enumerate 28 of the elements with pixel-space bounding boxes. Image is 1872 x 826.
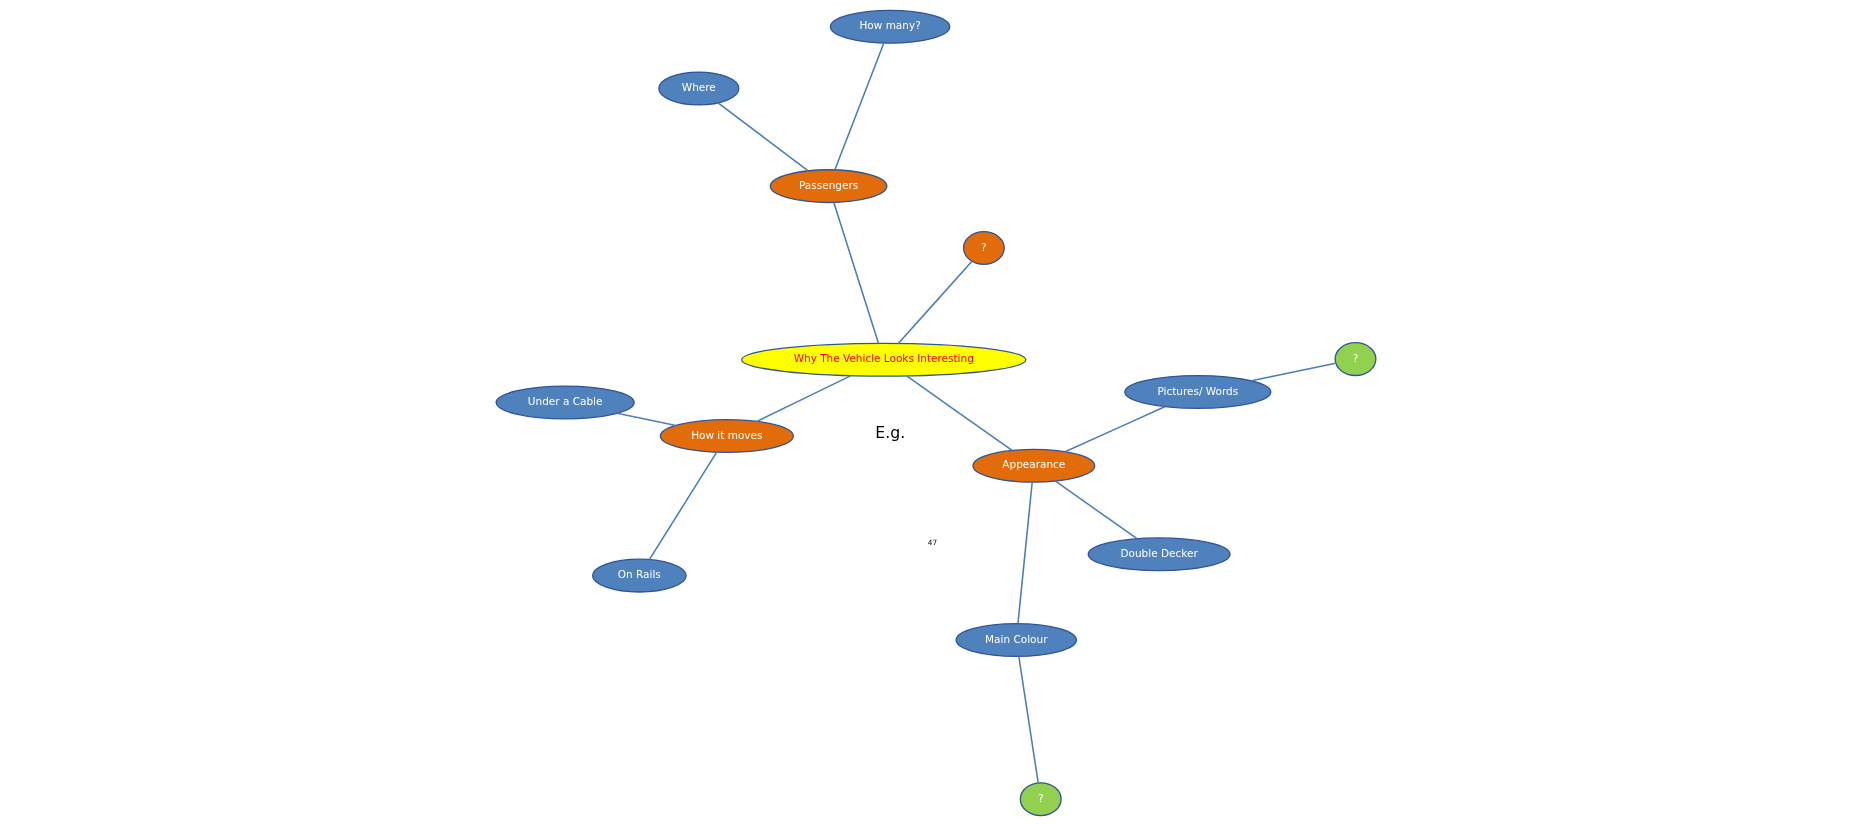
connector — [1250, 362, 1337, 382]
node-ellipse: Passengers — [769, 169, 888, 204]
connector — [1017, 481, 1033, 625]
node-ellipse: Double Decker — [1087, 537, 1231, 572]
node-ellipse: Why The Vehicle Looks Interesting — [741, 342, 1027, 377]
node-ellipse: How it moves — [659, 419, 794, 454]
node-ellipse: On Rails — [591, 558, 687, 593]
connector — [897, 260, 973, 345]
connector — [905, 375, 1013, 452]
connector — [616, 412, 677, 427]
node-ellipse: Pictures/ Words — [1124, 374, 1272, 409]
connector — [1054, 480, 1138, 540]
node-ellipse: How many? — [829, 9, 951, 44]
connector — [1018, 655, 1039, 784]
node-ellipse: ? — [1334, 342, 1377, 377]
label: E.g. — [875, 422, 906, 442]
connector — [717, 102, 809, 172]
connector — [834, 42, 885, 171]
node-ellipse: Where — [658, 71, 740, 106]
node-ellipse: Appearance — [972, 448, 1096, 483]
node-ellipse: ? — [962, 230, 1005, 266]
connector — [756, 374, 852, 423]
connector — [1064, 405, 1167, 453]
node-ellipse: Under a Cable — [495, 385, 635, 420]
node-ellipse: Main Colour — [955, 623, 1078, 658]
connector — [833, 201, 880, 345]
node-ellipse: ? — [1019, 782, 1062, 817]
connector — [648, 451, 718, 561]
